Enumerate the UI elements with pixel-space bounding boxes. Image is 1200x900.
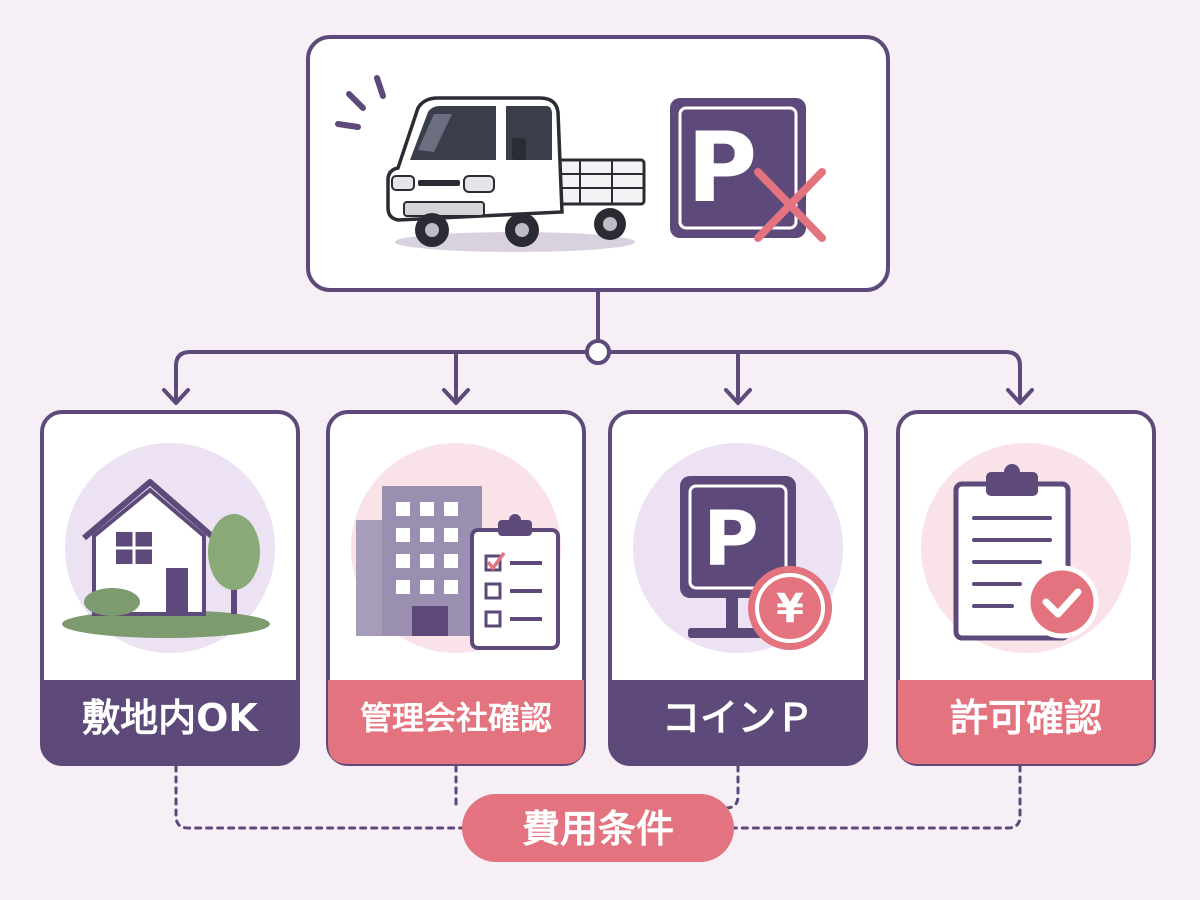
parking-sign-icon: P <box>670 98 806 238</box>
branch-junction-node <box>585 339 611 365</box>
option-card-management: 管理会社確認 <box>326 410 586 766</box>
option-label-on-site: 敷地内OK <box>82 696 259 740</box>
coin-parking-sign-letter: P <box>703 494 759 583</box>
building-checklist-icon <box>356 486 560 650</box>
cost-badge: 費用条件 <box>462 794 734 862</box>
option-card-on-site: 敷地内OK <box>40 410 300 766</box>
top-box: P <box>306 35 890 292</box>
house-icon <box>62 479 270 638</box>
coin-parking-icon: P ¥ <box>680 476 832 650</box>
option-label-management: 管理会社確認 <box>360 699 552 737</box>
option-card-coin-parking: P ¥ コインＰ <box>608 410 868 766</box>
cross-mark-icon <box>754 168 826 242</box>
option-card-permit: 許可確認 <box>896 410 1156 766</box>
parking-sign-letter: P <box>687 112 757 224</box>
clipboard-check-icon <box>953 464 1099 641</box>
kei-truck-icon <box>386 96 646 252</box>
cost-badge-label: 費用条件 <box>522 807 674 851</box>
yen-coin-symbol: ¥ <box>776 586 804 632</box>
motion-lines-icon <box>335 75 386 130</box>
option-label-coin-parking: コインＰ <box>662 696 814 740</box>
option-label-permit: 許可確認 <box>950 696 1102 740</box>
